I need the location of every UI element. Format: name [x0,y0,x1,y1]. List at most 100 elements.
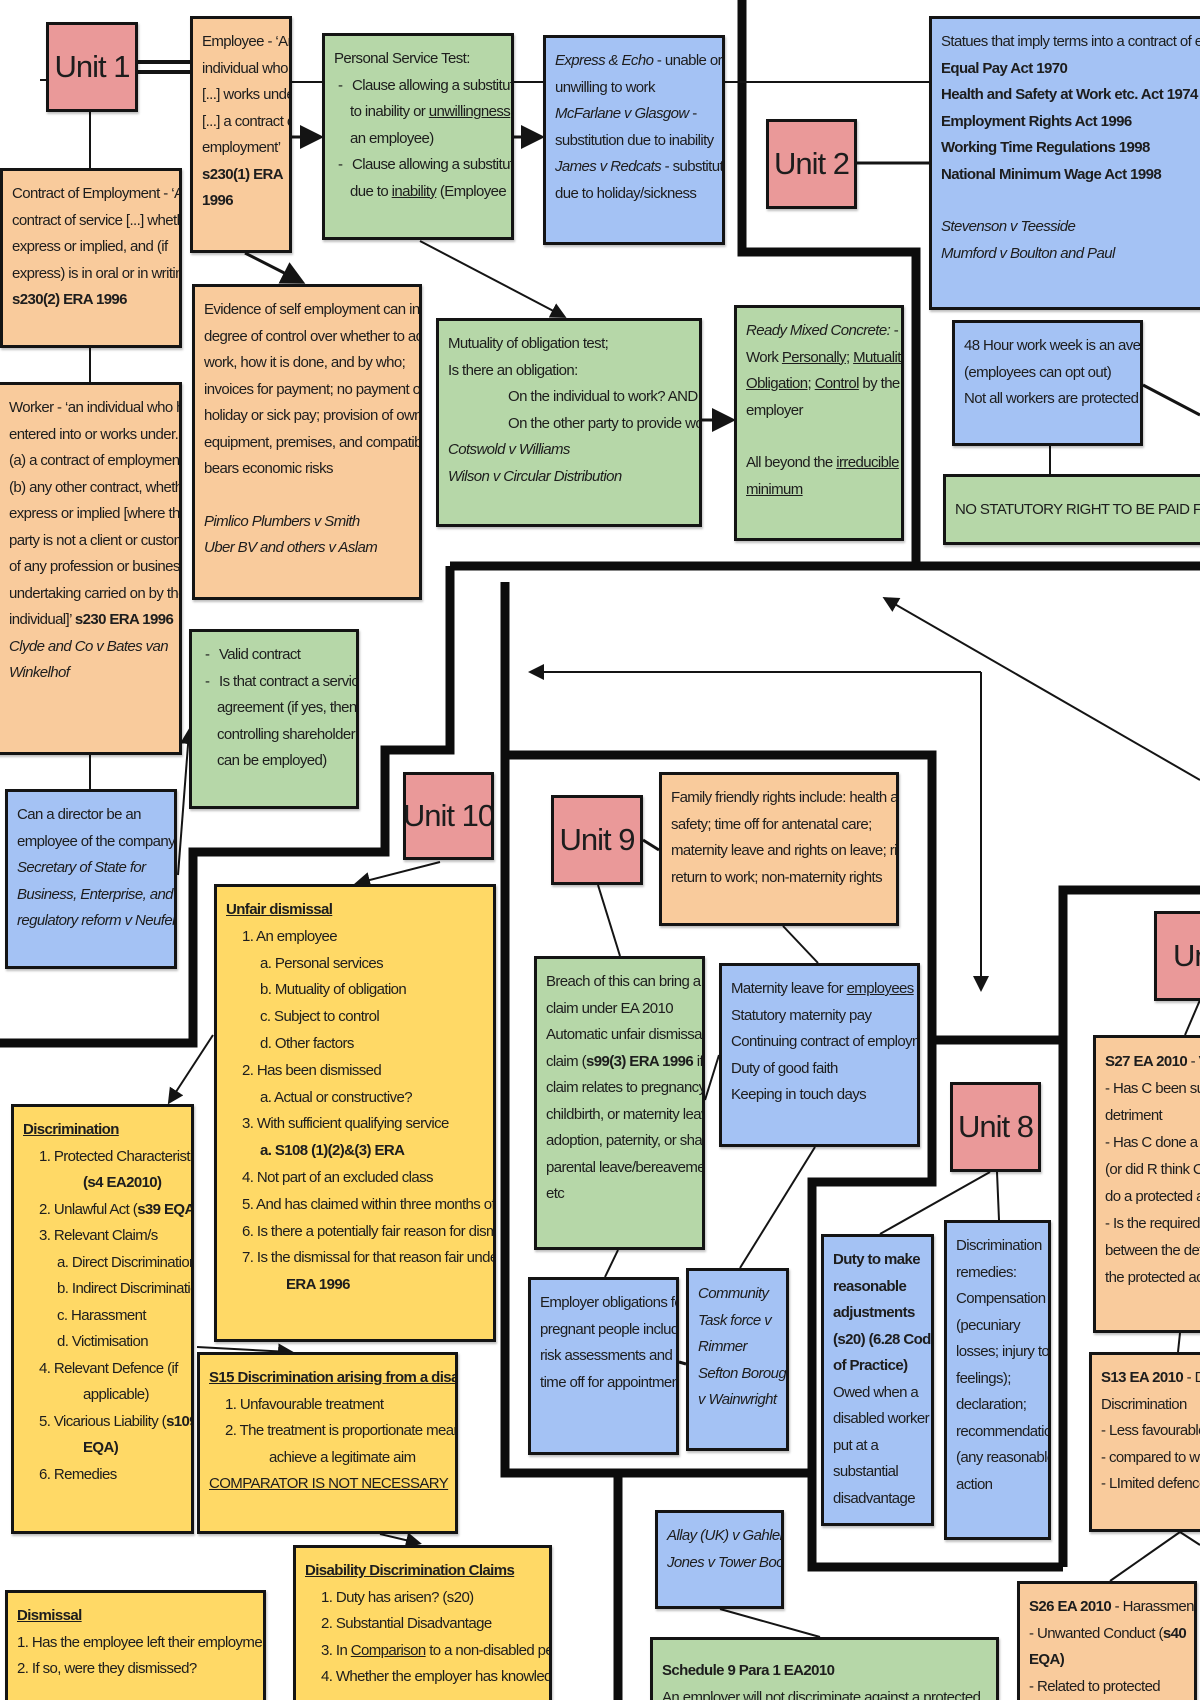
box-text-line: Allay (UK) v Gahlen [667,1523,781,1550]
box-text-line: Compensation [956,1286,1046,1313]
text-segment: - [890,322,899,339]
text-segment: Can a director be an [17,806,142,823]
box-text-line: unwilling to work [555,75,714,102]
connector-s13-s26 [1109,1531,1200,1582]
box-text-line: an employee) [334,126,503,153]
box-text-line: James v Redcats - substitution [555,154,722,181]
box-text-line: Jones v Tower Boot [667,1550,781,1577]
box-text-line: Dismissal [17,1603,255,1630]
box-text-line: degree of control over whether to accept [204,324,419,351]
box-text-line: 4. Relevant Defence (if [23,1356,183,1383]
box-text-line: action [956,1472,1040,1499]
text-segment: ERA 1996 [286,1276,350,1294]
text-segment: Equal Pay Act 1970 [941,59,1068,77]
text-segment: (not [510,103,511,120]
text-segment: s230(1) ERA [202,165,284,183]
text-segment: Unit 9 [559,821,636,857]
box-text-line: Schedule 9 Para 1 EA2010 [662,1658,988,1685]
box-text-line: Ready Mixed Concrete: - [746,318,899,345]
text-segment: Sefton Borough [698,1364,789,1382]
text-segment: c. Harassment [57,1306,147,1324]
box-text-line: Discrimination [23,1117,183,1144]
box-text-line: 1. Has the employee left their employmen… [17,1630,263,1657]
text-segment: Rimmer [698,1338,748,1355]
text-segment: Employer obligations for [540,1294,679,1311]
text-segment: Employee - ‘An [202,33,292,50]
box-text-line: b. Mutuality of obligation [226,977,485,1004]
box-text-line: 2. Has been dismissed [226,1058,485,1085]
ready-mixed-concrete-box: Ready Mixed Concrete: -Work Personally; … [734,305,904,541]
box-text-line: Disability Discrimination Claims [305,1558,541,1585]
box-text-line: (s20) (6.28 Code [833,1327,931,1354]
connector-family-maternity [782,925,819,964]
text-segment: holiday or sick pay; provision of own [204,407,422,424]
connector-breach-employer [604,1249,619,1278]
text-segment: an employee) [350,129,434,147]
text-segment: work, how it is done, and by who; [204,354,406,371]
unit-1-node: Unit 1 [46,22,138,112]
box-text-line: 2. Unlawful Act (s39 EQA) [23,1197,191,1224]
box-text-line: time off for appointments [540,1370,676,1397]
box-text-line: Sefton Borough [698,1361,786,1388]
arrow-s15-disability [379,1532,422,1549]
box-text-line: can be employed) [201,748,348,775]
text-segment: applicable) [83,1386,150,1403]
self-employment-evidence-box: Evidence of self employment can include:… [192,284,422,600]
box-text-line: due to inability (Employee [334,179,507,206]
text-segment: Valid contract [201,646,301,663]
text-segment: due to [350,182,392,200]
box-text-line: [...] works under [202,82,289,109]
box-text-line: Obligation; Control by the [746,371,900,398]
text-segment: An employer will not discriminate agains… [662,1688,981,1700]
text-segment: Statutory maternity pay [731,1006,872,1024]
text-segment: equipment, premises, and compatible; [204,433,422,451]
text-segment: s39 EQA [137,1200,194,1218]
box-text-line: Mutuality of obligation test; [448,331,691,358]
text-segment: claim under EA 2010 [546,999,674,1017]
box-text-line: Worker - ‘an individual who has [9,395,179,422]
text-segment: (s20) (6.28 Code [833,1330,934,1348]
text-segment: Work [746,348,782,366]
text-segment: - Has C been subje [1105,1080,1200,1097]
box-text-line: a. Actual or constructive? [226,1085,485,1112]
text-segment: a. Personal services [260,954,384,972]
text-segment: a. Direct Discrimination [57,1253,194,1271]
box-text-line: McFarlane v Glasgow - [555,101,714,128]
text-segment: Cotswold v Williams [448,441,570,458]
box-text-line: (employees can opt out) [964,360,1132,387]
text-segment: bears economic risks [204,460,333,477]
text-segment: Not all workers are protected [964,390,1139,407]
box-text-line: Can a director be an [17,802,166,829]
text-segment: Winkelhof [9,664,70,681]
text-segment: ; [807,375,815,392]
text-segment: Maternity leave for [731,980,847,997]
box-text-line: All beyond the irreducible [746,450,899,477]
box-text-line: agreement (if yes, then [201,695,356,722]
box-text-line: risk assessments and [540,1343,673,1370]
box-text-line: - Is the required co [1105,1210,1200,1237]
box-text-line: 6. Remedies [23,1462,183,1489]
box-text-line: c. Harassment [23,1303,183,1330]
connector-unit1-employee [138,60,190,74]
text-segment: NO STATUTORY RIGHT TO BE PAID FOR BREA [955,501,1200,518]
box-text-line: (pecuniary [956,1313,1040,1340]
box-text-line: holiday or sick pay; provision of own [204,403,419,430]
box-text-line: invoices for payment; no payment of [204,377,419,404]
personal-service-test-box: Personal Service Test:Clause allowing a … [322,33,514,240]
box-text-line: remedies: [956,1260,1040,1287]
thick-divider-unit2 [737,0,921,565]
unit-label: Un [1173,940,1200,971]
thick-divider-right [1058,885,1200,1567]
connector-unitR-s27 [1184,999,1200,1036]
text-segment: Clause allowing a substitute [334,156,511,173]
box-text-line: s230(2) ERA 1996 [12,287,171,314]
text-segment: Discrimination [1101,1395,1187,1413]
box-text-line: Not all workers are protected [964,386,1139,413]
box-text-line: Clause allowing a substitute do [334,73,511,100]
text-segment: 1. Has the employee left their employmen… [17,1633,266,1651]
